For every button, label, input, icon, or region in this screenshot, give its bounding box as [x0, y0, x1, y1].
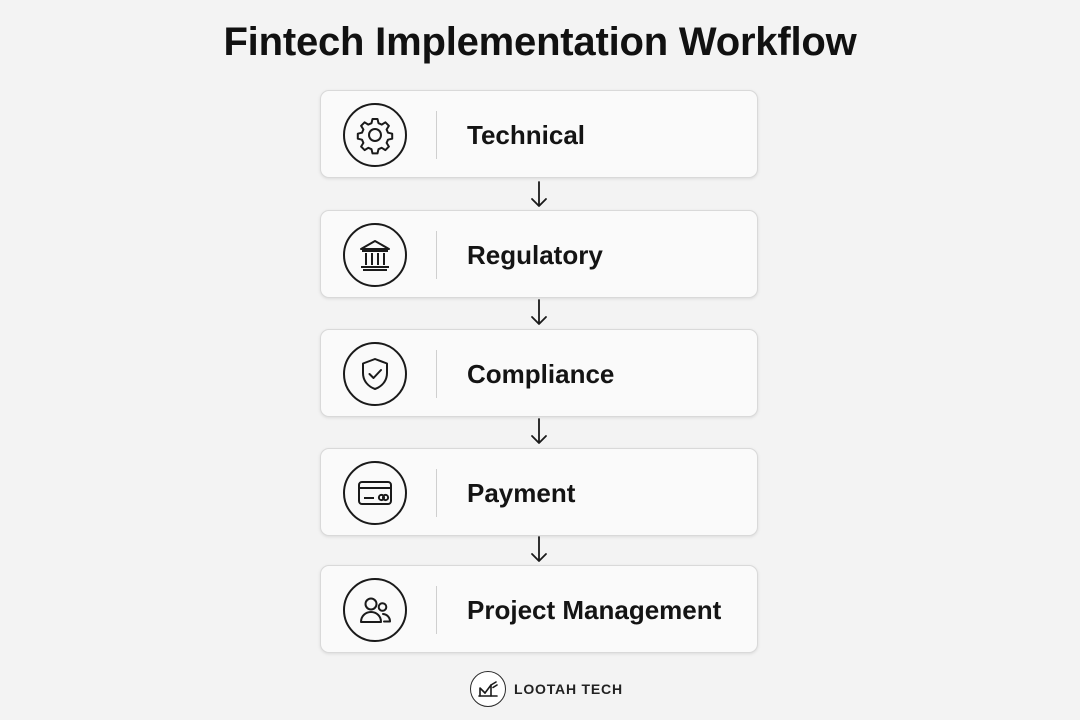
- arrow-down-icon: [531, 299, 547, 325]
- credit-card-icon: [343, 461, 407, 525]
- step-divider: [436, 350, 437, 398]
- brand-name: LOOTAH TECH: [514, 681, 623, 697]
- arrow-down-icon: [531, 181, 547, 207]
- page-title: Fintech Implementation Workflow: [223, 20, 857, 64]
- step-label: Payment: [467, 478, 576, 508]
- lootah-logo-icon: [470, 671, 506, 707]
- step-label: Project Management: [467, 595, 722, 625]
- step-technical: Technical: [320, 90, 758, 178]
- step-divider: [436, 586, 437, 634]
- step-divider: [436, 231, 437, 279]
- step-label: Compliance: [467, 359, 615, 389]
- step-payment: Payment: [320, 448, 758, 536]
- step-regulatory: Regulatory: [320, 210, 758, 298]
- shield-check-icon: [343, 342, 407, 406]
- users-icon: [343, 578, 407, 642]
- step-project-management: Project Management: [320, 565, 758, 653]
- step-divider: [436, 469, 437, 517]
- gear-icon: [343, 103, 407, 167]
- step-label: Technical: [467, 120, 586, 150]
- arrow-down-icon: [531, 418, 547, 444]
- step-label: Regulatory: [467, 240, 603, 270]
- bank-icon: [343, 223, 407, 287]
- arrow-down-icon: [531, 536, 547, 562]
- brand-footer: LOOTAH TECH: [470, 670, 623, 708]
- step-divider: [436, 111, 437, 159]
- step-compliance: Compliance: [320, 329, 758, 417]
